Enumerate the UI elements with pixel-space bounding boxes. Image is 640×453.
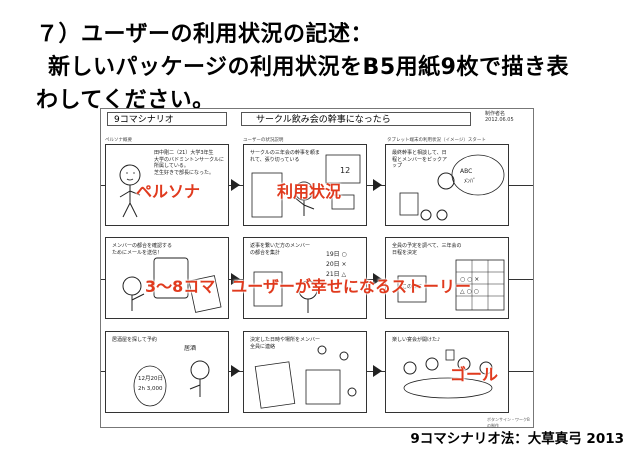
storyboard-author: 制作者名 2012.06.05 <box>485 111 531 123</box>
svg-text:19日 ○: 19日 ○ <box>326 251 347 258</box>
frame-caption: サークルの三年会の幹事を頼まれて、張り切っている <box>250 150 320 163</box>
mail-sketch <box>122 257 222 313</box>
frame-caption: 居酒屋を探して予約 <box>112 337 157 343</box>
svg-text:○ ○ ×: ○ ○ × <box>460 276 479 283</box>
arrow-4-5 <box>231 273 240 285</box>
storyboard-frame-2: サークルの三年会の幹事を頼まれて、張り切っている 12 <box>243 144 367 226</box>
svg-text:2h 3,000: 2h 3,000 <box>138 386 163 392</box>
frame-caption: メンバーの都合を確認するためにメールを送信！ <box>112 243 173 256</box>
pickup-sketch: ABC ﾒﾝﾊﾞ <box>399 154 505 221</box>
storyboard-frame-4: メンバーの都合を確認するためにメールを送信！ <box>105 237 229 319</box>
svg-text:ABC: ABC <box>460 168 472 175</box>
storyboard-title: 9コマシナリオ <box>107 112 227 126</box>
svg-text:21日 △: 21日 △ <box>326 271 347 278</box>
frame-caption: 全員の予定を調べて、三年会の日程を決定 <box>392 243 462 256</box>
svg-text:△ ○ ○: △ ○ ○ <box>460 288 479 295</box>
usage-overlay-label: 利用状況 <box>277 182 342 201</box>
notify-sketch <box>254 345 357 409</box>
tablet-column-label: タブレット端末の利用状況（イメージ）スタート <box>387 138 486 143</box>
arrow-2-3 <box>373 179 382 191</box>
arrow-7-8 <box>231 365 240 377</box>
storyboard-frame-7: 居酒屋を探して予約 12月20日 2h 3,000 居酒 <box>105 331 229 413</box>
svg-text:12月20日: 12月20日 <box>138 375 163 382</box>
storyboard-subject: サークル飲み会の幹事になったら <box>241 112 471 126</box>
storyboard-frame-9: 楽しい宴会が開けた♪ <box>385 331 509 413</box>
arrow-1-2 <box>231 179 240 191</box>
arrow-8-9 <box>373 365 382 377</box>
frame-caption: 最終幹事と相談して、日程とメンバーをピックアップ <box>392 150 448 169</box>
persona-sketch <box>119 164 141 218</box>
persona-overlay-label: ペルソナ <box>136 182 201 201</box>
storyboard-frame-8: 決定した日時や場所をメンバー全員に連絡 <box>243 331 367 413</box>
author-label: 制作者名 <box>485 111 506 117</box>
frame-caption: 返事を繋いだ方のメンバーの都合を集計 <box>250 243 311 256</box>
schedule-sketch: ○ ○ × △ ○ ○ この日に <box>397 259 505 311</box>
usage-column-label: ユーザーの状況説明 <box>243 138 284 143</box>
storyboard-header: 9コマシナリオ サークル飲み会の幹事になったら 制作者名 2012.06.05 <box>101 109 533 129</box>
nine-panel-storyboard: 9コマシナリオ サークル飲み会の幹事になったら 制作者名 2012.06.05 … <box>100 108 534 428</box>
svg-text:ﾒﾝﾊﾞ: ﾒﾝﾊﾞ <box>464 178 476 185</box>
frame-caption: 決定した日時や場所をメンバー全員に連絡 <box>250 337 321 350</box>
storyboard-frame-5: 返事を繋いだ方のメンバーの都合を集計 19日 ○ 20日 × 21日 △ <box>243 237 367 319</box>
storyboard-frame-3: 最終幹事と相談して、日程とメンバーをピックアップ ABC ﾒﾝﾊﾞ <box>385 144 509 226</box>
goal-overlay-label: ゴール <box>450 365 499 384</box>
svg-text:居酒: 居酒 <box>184 344 196 352</box>
storyboard-frame-1: 田中剛二（21）大学3年生 大学のバドミントンサークルに所属している。 芝生好き… <box>105 144 229 226</box>
reservation-sketch: 12月20日 2h 3,000 居酒 <box>133 344 210 407</box>
svg-text:12: 12 <box>340 166 350 175</box>
storyboard-date: 2012.06.05 <box>485 117 514 123</box>
party-sketch <box>403 349 493 399</box>
method-credit: 9コマシナリオ法：大草真弓 2013 <box>410 431 624 447</box>
storyboard-frame-6: 全員の予定を調べて、三年会の日程を決定 ○ ○ × △ ○ ○ この日に <box>385 237 509 319</box>
slide-heading: ７）ユーザーの利用状況の記述： 新しいパッケージの利用状況をB5用紙9枚で描き表… <box>36 18 626 117</box>
svg-text:この日に: この日に <box>402 284 422 290</box>
storyboard-footer-note: ボタンサイン・ワークBの制作 <box>487 417 530 428</box>
persona-column-label: ペルソナ概要 <box>105 138 132 143</box>
frame-caption: 楽しい宴会が開けた♪ <box>392 337 441 343</box>
tally-sketch: 19日 ○ 20日 × 21日 △ <box>253 251 347 313</box>
usage-sketch: 12 <box>251 154 361 218</box>
heading-line-2: 新しいパッケージの利用状況をB5用紙9枚で描き表 <box>48 55 569 80</box>
story-overlay-label: 3〜8コマ ユーザーが幸せになるストーリー <box>145 277 471 296</box>
heading-line-1: ７）ユーザーの利用状況の記述： <box>36 22 374 47</box>
arrow-5-6 <box>373 273 382 285</box>
frame-caption: 田中剛二（21）大学3年生 大学のバドミントンサークルに所属している。 芝生好き… <box>154 150 225 176</box>
svg-text:20日 ×: 20日 × <box>326 261 347 268</box>
